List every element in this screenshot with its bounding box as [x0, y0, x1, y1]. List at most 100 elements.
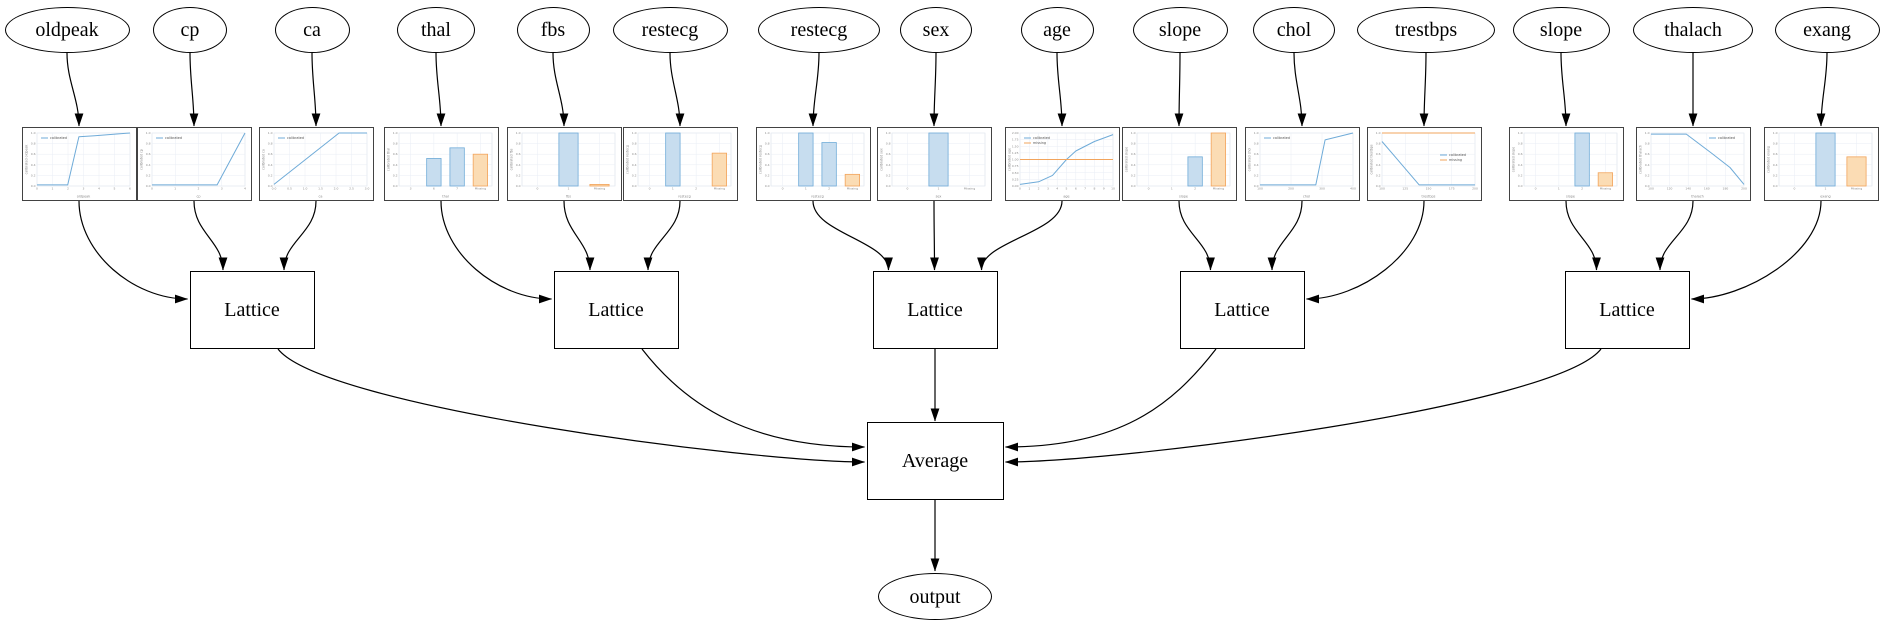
- y-tick-label: 0.8: [1517, 142, 1522, 146]
- x-tick-label: 1: [1028, 187, 1030, 191]
- legend-label: calibrated: [1273, 136, 1290, 140]
- x-axis-label: thalach: [1691, 195, 1704, 199]
- x-tick-label: 2: [1194, 187, 1196, 191]
- feature-label: age: [1043, 19, 1071, 41]
- edge-arrow: [808, 52, 820, 127]
- y-tick-label: 0.8: [1253, 142, 1258, 146]
- x-tick-label: 400: [1350, 187, 1356, 191]
- x-axis-label: sex: [935, 195, 941, 199]
- x-tick-label: Missing: [846, 187, 857, 191]
- y-axis-label: calibrated fbs: [509, 148, 513, 170]
- edge-arrow: [1691, 200, 1822, 304]
- x-tick-label: 0: [906, 187, 908, 191]
- x-tick-label: 9: [1102, 187, 1104, 191]
- x-tick-label: 1: [174, 187, 176, 191]
- bar-calibrated: [1574, 132, 1590, 187]
- average-label: Average: [901, 450, 969, 472]
- x-tick-label: 0: [1793, 187, 1795, 191]
- x-tick-label: 0: [781, 187, 783, 191]
- y-axis-label: calibrated thal: [386, 148, 390, 171]
- bar-missing: [711, 152, 727, 187]
- x-tick-label: 125: [1402, 187, 1408, 191]
- y-axis-label: calibrated restecg: [758, 145, 762, 174]
- edge-arrow: [812, 200, 893, 271]
- edge-arrow: [563, 200, 595, 271]
- y-tick-label: 0.4: [1130, 163, 1135, 167]
- y-tick-label: 0.6: [1517, 152, 1522, 156]
- output-label: output: [909, 585, 961, 608]
- x-tick-label: 1: [671, 187, 673, 191]
- edge-arrow: [1293, 52, 1307, 127]
- feature-label: slope: [1158, 19, 1202, 41]
- feature-node-age: age: [1020, 7, 1094, 53]
- feature-node-trestbps: trestbps: [1357, 7, 1495, 53]
- y-tick-label: 1.0: [515, 131, 520, 135]
- x-tick-label: 300: [1319, 187, 1325, 191]
- y-tick-label: 0.2: [30, 173, 35, 177]
- x-tick-label: 3: [1046, 187, 1048, 191]
- y-tick-label: 1.75: [1011, 138, 1018, 142]
- feature-node-thalach: thalach: [1633, 7, 1753, 53]
- x-tick-label: 100: [1379, 187, 1385, 191]
- bar-calibrated: [425, 158, 441, 187]
- y-tick-label: 0.2: [267, 173, 272, 177]
- y-tick-label: 0.2: [1517, 173, 1522, 177]
- lattice-node-4: Lattice: [1179, 271, 1305, 349]
- x-tick-label: 200: [1741, 187, 1747, 191]
- edge-arrow: [1565, 200, 1601, 271]
- x-tick-label: 100: [1257, 187, 1263, 191]
- y-tick-label: 0.0: [1517, 184, 1522, 188]
- y-tick-label: 0.4: [1253, 163, 1258, 167]
- y-tick-label: 1.0: [145, 131, 150, 135]
- y-tick-label: 0.0: [1375, 184, 1380, 188]
- feature-label: fbs: [540, 19, 566, 41]
- x-tick-label: Missing: [963, 187, 974, 191]
- edge-arrow: [311, 52, 321, 127]
- y-tick-label: 0.6: [267, 152, 272, 156]
- bar-missing: [472, 153, 488, 187]
- y-tick-label: 0.2: [1644, 173, 1649, 177]
- y-tick-label: 0.0: [515, 184, 520, 188]
- legend-label: calibrated: [287, 136, 304, 140]
- legend-label: missing: [1033, 141, 1046, 145]
- x-tick-label: 0: [648, 187, 650, 191]
- y-tick-label: 0.4: [267, 163, 272, 167]
- legend-label: calibrated: [165, 136, 182, 140]
- edge-arrow: [1419, 52, 1429, 127]
- edge-arrow: [552, 52, 569, 127]
- edge-arrow: [1267, 200, 1303, 271]
- x-tick-label: Missing: [1212, 187, 1223, 191]
- edge-arrow: [1655, 200, 1694, 271]
- y-tick-label: 0.2: [1253, 173, 1258, 177]
- lattice-label: Lattice: [588, 299, 644, 321]
- x-tick-label: Missing: [474, 187, 485, 191]
- edge-arrow: [669, 52, 685, 127]
- y-tick-label: 0.6: [885, 152, 890, 156]
- y-axis-label: calibrated age: [1007, 148, 1011, 171]
- y-tick-label: 1.0: [267, 131, 272, 135]
- y-axis-label: calibrated sex: [879, 148, 883, 171]
- x-tick-label: 3: [220, 187, 222, 191]
- feature-node-chol: chol: [1253, 7, 1335, 53]
- y-tick-label: 0.4: [631, 163, 636, 167]
- y-tick-label: 1.0: [631, 131, 636, 135]
- edge-arrow: [1005, 348, 1217, 452]
- x-tick-label: Missing: [1599, 187, 1610, 191]
- y-tick-label: 0.6: [30, 152, 35, 156]
- y-tick-label: 0.2: [885, 173, 890, 177]
- legend-label: missing: [1449, 158, 1462, 162]
- bar-calibrated: [557, 132, 579, 187]
- lattice-label: Lattice: [1599, 299, 1655, 321]
- edge-arrow: [930, 200, 939, 271]
